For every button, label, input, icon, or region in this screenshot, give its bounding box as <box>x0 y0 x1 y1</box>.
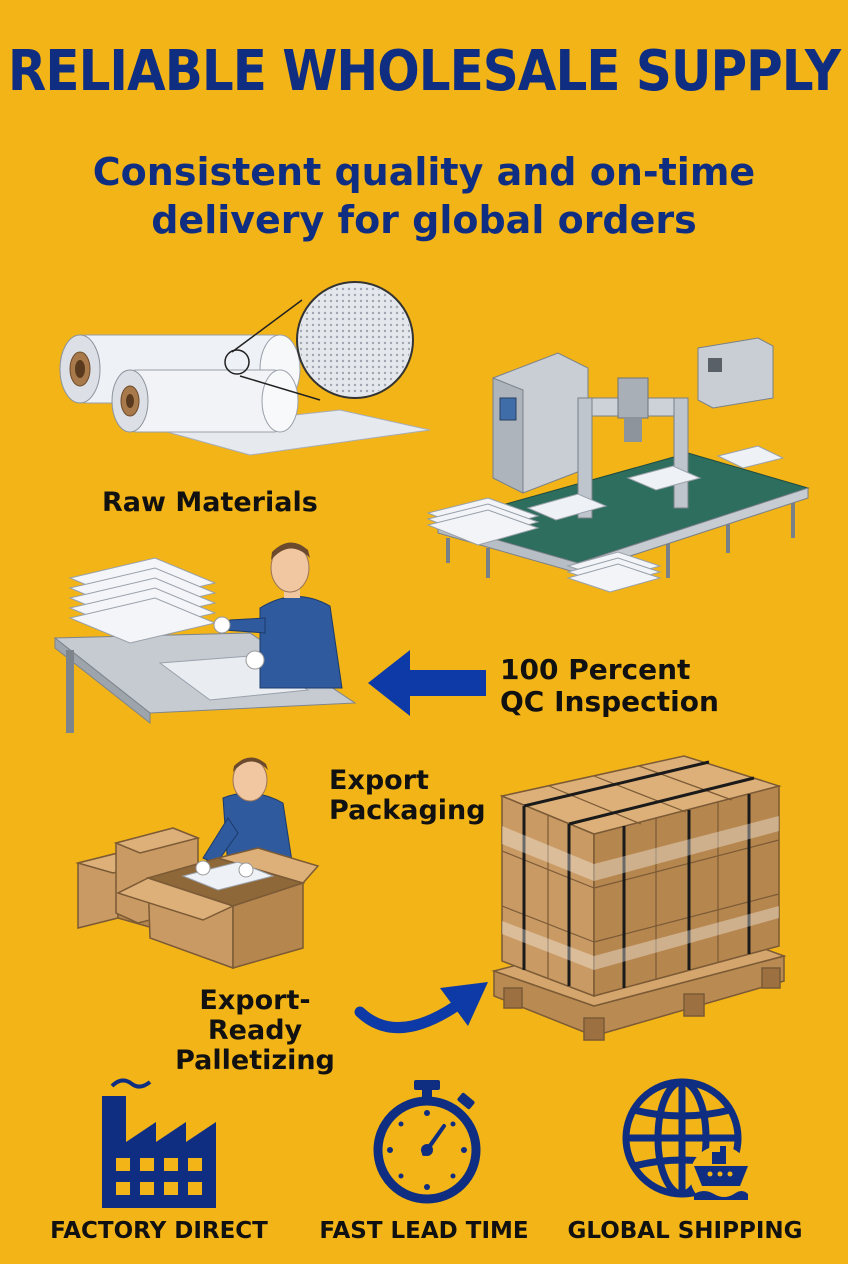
stopwatch-icon <box>373 1080 481 1204</box>
page-subtitle: Consistent quality and on-time delivery … <box>60 148 788 244</box>
packaging-worker-illustration <box>75 757 320 970</box>
qc-worker-illustration <box>53 542 357 733</box>
step-packaging-label: Export Packaging <box>329 766 486 826</box>
pallet-illustration <box>491 755 787 1041</box>
step-palletizing-line-1: Export-Ready <box>199 985 311 1046</box>
step-packaging-line-1: Export <box>329 765 429 796</box>
factory-icon <box>102 1078 216 1208</box>
film-rolls-illustration <box>59 281 431 456</box>
badge-fast-lead-time: FAST LEAD TIME <box>319 1218 529 1244</box>
subtitle-line-1: Consistent quality and on-time <box>92 150 756 194</box>
badge-global-shipping: GLOBAL SHIPPING <box>567 1218 803 1244</box>
arrow-left-icon <box>368 650 486 716</box>
curved-arrow-icon <box>354 982 488 1034</box>
page-title: RELIABLE WHOLESALE SUPPLY <box>7 38 841 104</box>
bag-making-machine-illustration <box>426 337 810 593</box>
globe-ship-icon <box>622 1078 750 1206</box>
subtitle-line-2: delivery for global orders <box>151 198 697 242</box>
step-raw-materials-label: Raw Materials <box>102 487 318 518</box>
badge-factory-direct: FACTORY DIRECT <box>50 1218 268 1244</box>
step-palletizing-label: Export-Ready Palletizing <box>157 986 353 1076</box>
step-qc-line-2: QC Inspection <box>500 685 719 718</box>
step-packaging-line-2: Packaging <box>329 795 486 826</box>
step-palletizing-line-2: Palletizing <box>175 1045 335 1076</box>
step-qc-line-1: 100 Percent <box>500 653 691 686</box>
step-qc-label: 100 Percent QC Inspection <box>500 654 719 718</box>
